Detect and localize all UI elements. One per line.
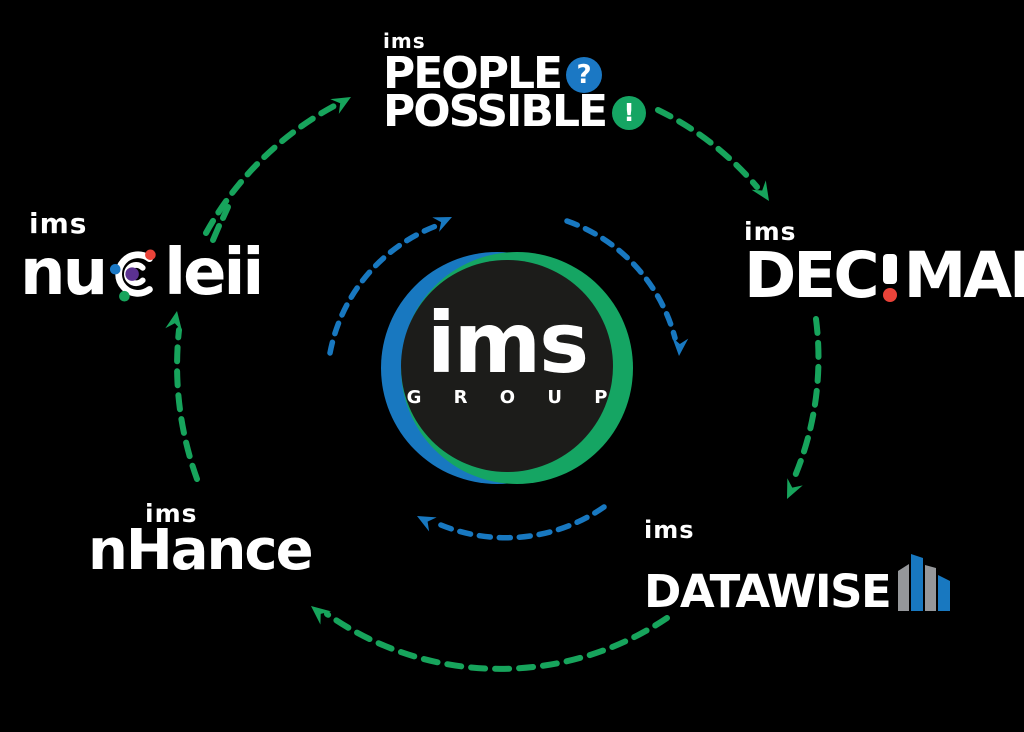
- arrowhead-icon: [432, 217, 452, 232]
- center-subtitle-text: G R O U P: [406, 386, 621, 408]
- question-mark: ?: [576, 59, 592, 90]
- center-brand-text: ims: [426, 294, 589, 392]
- inner-black-disc: [401, 260, 613, 472]
- nhance-wordmark: nHance: [88, 518, 314, 583]
- logo-ims-people-possible: ims PEOPLE ? POSSIBLE !: [383, 29, 647, 138]
- nhance-ims-label: ims: [145, 499, 198, 528]
- logo-ims-nhance: ims nHance: [88, 483, 320, 583]
- arc-decimal-to-datawise: [789, 316, 822, 486]
- inner-blue-arrowheads: [417, 217, 689, 532]
- red-electron-dot: [145, 249, 156, 261]
- arc-inner-top: [564, 218, 678, 341]
- logo-ims-decimal: ims DEC MAL: [744, 217, 1024, 313]
- exclamation-bar: [882, 254, 897, 284]
- logo-ims-group: ims G R O U P: [372, 248, 642, 488]
- exclamation-badge-icon: !: [612, 95, 647, 130]
- equalizer-bars-icon: [206, 483, 320, 555]
- nucleii-wordmark-left: nu: [20, 235, 108, 310]
- arrowhead-icon: [311, 606, 332, 625]
- arc-inner-left: [327, 223, 439, 356]
- purple-nucleus-dot: [125, 267, 139, 281]
- blue-electron-dot: [110, 263, 121, 275]
- decimal-ims-label: ims: [744, 217, 797, 246]
- datawise-ims-label: ims: [644, 516, 695, 544]
- people-wordmark: PEOPLE: [383, 48, 563, 100]
- arc-inner-bottom: [431, 504, 607, 541]
- arc-datawise-to-nhance: [324, 611, 670, 672]
- arc-nucleii-to-people: [203, 102, 339, 236]
- people-ims-label: ims: [383, 29, 426, 53]
- exclamation-mark: !: [623, 98, 635, 127]
- arrowhead-icon: [417, 516, 437, 532]
- group-circle-icon: [381, 252, 633, 484]
- logo-ims-nucleii: ims nu leii: [20, 204, 264, 310]
- arrowhead-icon: [787, 478, 803, 499]
- arrowhead-icon: [751, 180, 769, 201]
- arc-people-to-decimal: [655, 107, 760, 190]
- inverted-exclamation-icon: [879, 250, 901, 302]
- datawise-wordmark: DATAWISE: [644, 565, 892, 619]
- question-badge-icon: ?: [566, 56, 603, 93]
- center-text-block: ims G R O U P: [372, 294, 642, 408]
- building-bars-icon: [898, 554, 951, 611]
- outer-green-arrowheads: [165, 97, 803, 625]
- arc-nhance-to-nucleii: [174, 327, 200, 482]
- arrowhead-icon: [672, 337, 689, 356]
- nucleii-ims-label: ims: [29, 207, 88, 240]
- outer-green-arcs: [174, 102, 822, 672]
- decimal-wordmark-left: DEC: [744, 239, 880, 313]
- accent-dash-icon: [210, 204, 231, 243]
- decimal-wordmark-right: MAL: [903, 239, 1024, 313]
- arrowhead-icon: [165, 311, 183, 332]
- inner-blue-arcs: [327, 218, 678, 541]
- logo-ims-datawise: ims DATAWISE: [644, 516, 952, 619]
- arrowhead-icon: [330, 97, 351, 114]
- atom-icon: [110, 249, 156, 302]
- exclamation-red-dot: [882, 288, 897, 302]
- green-electron-dot: [119, 290, 130, 302]
- possible-wordmark: POSSIBLE: [383, 86, 608, 138]
- nucleii-wordmark-right: leii: [164, 235, 264, 310]
